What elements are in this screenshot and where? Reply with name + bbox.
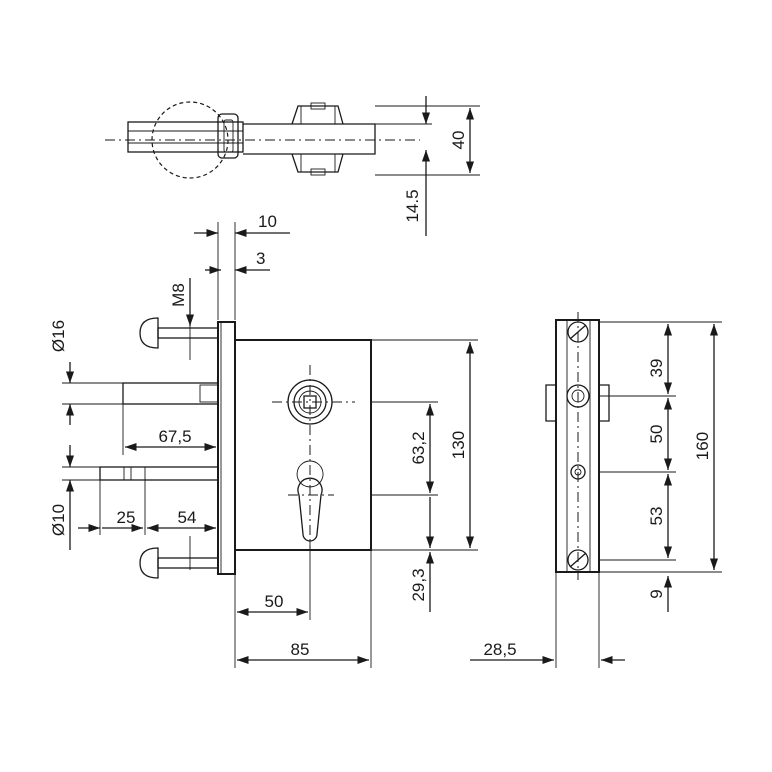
lock-pin bbox=[99, 466, 219, 481]
dim-forend-depth: 28,5 bbox=[483, 640, 516, 659]
dim-case-height: 130 bbox=[449, 431, 468, 459]
dim-bolt-length: 67,5 bbox=[158, 427, 191, 446]
dim-forend-hole-3: 53 bbox=[647, 507, 666, 526]
lock-case bbox=[234, 339, 372, 551]
dim-plate-gap: 3 bbox=[256, 249, 265, 268]
dim-top-width: 40 bbox=[449, 131, 468, 150]
dim-pin-dia: Ø10 bbox=[49, 504, 68, 536]
dim-backset: 50 bbox=[265, 592, 284, 611]
dim-case-width: 85 bbox=[291, 640, 310, 659]
forend-screw-bottom bbox=[567, 549, 589, 571]
bolt-head-top bbox=[139, 317, 159, 349]
bolt-shaft-bottom bbox=[157, 557, 219, 569]
top-view-case bbox=[243, 123, 376, 155]
dim-bolt-thread: M8 bbox=[169, 283, 188, 307]
dim-forend-end: 9 bbox=[647, 589, 666, 598]
dim-plate-thickness: 10 bbox=[258, 212, 277, 231]
dim-bottom-offset: 29,3 bbox=[409, 568, 428, 601]
top-view: 40 14.5 bbox=[105, 96, 480, 236]
bolt-shaft-top bbox=[157, 327, 219, 339]
dim-top-offset: 14.5 bbox=[403, 189, 422, 222]
dim-forend-hole-1: 39 bbox=[647, 359, 666, 378]
dim-pin-seg-1: 25 bbox=[117, 508, 136, 527]
forend-screw-top bbox=[567, 321, 589, 343]
forend-small-hole bbox=[570, 464, 586, 480]
dim-forend-length: 160 bbox=[693, 432, 712, 460]
bolt-head-bottom bbox=[139, 547, 159, 579]
top-view-clip bbox=[217, 113, 239, 159]
latch-bolt bbox=[122, 382, 219, 405]
top-view-bar bbox=[127, 121, 244, 153]
cylinder-keyhole bbox=[297, 477, 323, 542]
dim-centre-distance: 63,2 bbox=[409, 431, 428, 464]
dim-forend-hole-2: 50 bbox=[647, 425, 666, 444]
forend-spindle-hole bbox=[566, 384, 590, 408]
dim-pin-seg-2: 54 bbox=[178, 508, 197, 527]
front-view: 10 3 M8 Ø16 67,5 Ø10 25 54 bbox=[49, 212, 478, 668]
dim-bolt-head-dia: Ø16 bbox=[49, 320, 68, 352]
top-view-rosette bbox=[291, 105, 344, 173]
side-view: 39 50 53 9 160 28,5 bbox=[470, 312, 722, 668]
